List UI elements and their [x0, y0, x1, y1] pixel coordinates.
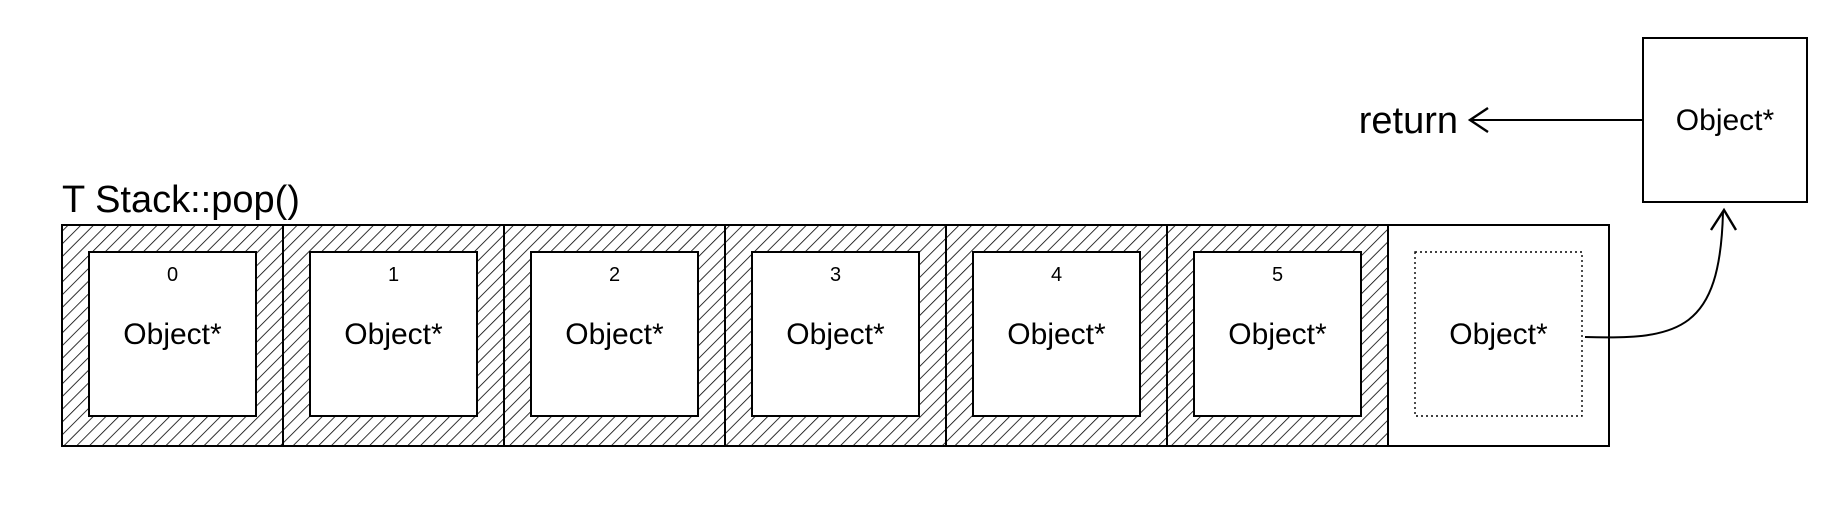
cell-object-label: Object* — [565, 318, 664, 351]
stack-cell: Object* — [1387, 224, 1610, 447]
object-slot — [530, 251, 699, 417]
cell-object-label: Object* — [786, 318, 885, 351]
cell-index-label: 4 — [1051, 264, 1062, 286]
popped-object-slot — [1414, 251, 1583, 417]
cell-object-label: Object* — [1228, 318, 1327, 351]
object-slot — [972, 251, 1141, 417]
cell-index-label: 1 — [388, 264, 399, 286]
object-slot — [309, 251, 478, 417]
cell-object-label: Object* — [1007, 318, 1106, 351]
cell-object-label: Object* — [123, 318, 222, 351]
cell-index-label: 3 — [830, 264, 841, 286]
cell-object-label: Object* — [1449, 318, 1548, 351]
cell-index-label: 0 — [167, 264, 178, 286]
return-arrowhead-icon — [1467, 107, 1489, 133]
pop-arrowhead-icon — [1709, 207, 1738, 231]
object-slot — [1193, 251, 1362, 417]
cell-index-label: 5 — [1272, 264, 1283, 286]
popped-object-box — [1642, 37, 1808, 203]
cell-index-label: 2 — [609, 264, 620, 286]
diagram-title: T Stack::pop() — [62, 179, 300, 221]
object-slot — [751, 251, 920, 417]
object-slot — [88, 251, 257, 417]
pop-curve-arrow — [1584, 211, 1724, 339]
popped-object-label: Object* — [1676, 104, 1775, 137]
return-label: return — [1359, 100, 1458, 142]
stack-array: 0Object*1Object*2Object*3Object*4Object*… — [61, 224, 1610, 447]
cell-object-label: Object* — [344, 318, 443, 351]
